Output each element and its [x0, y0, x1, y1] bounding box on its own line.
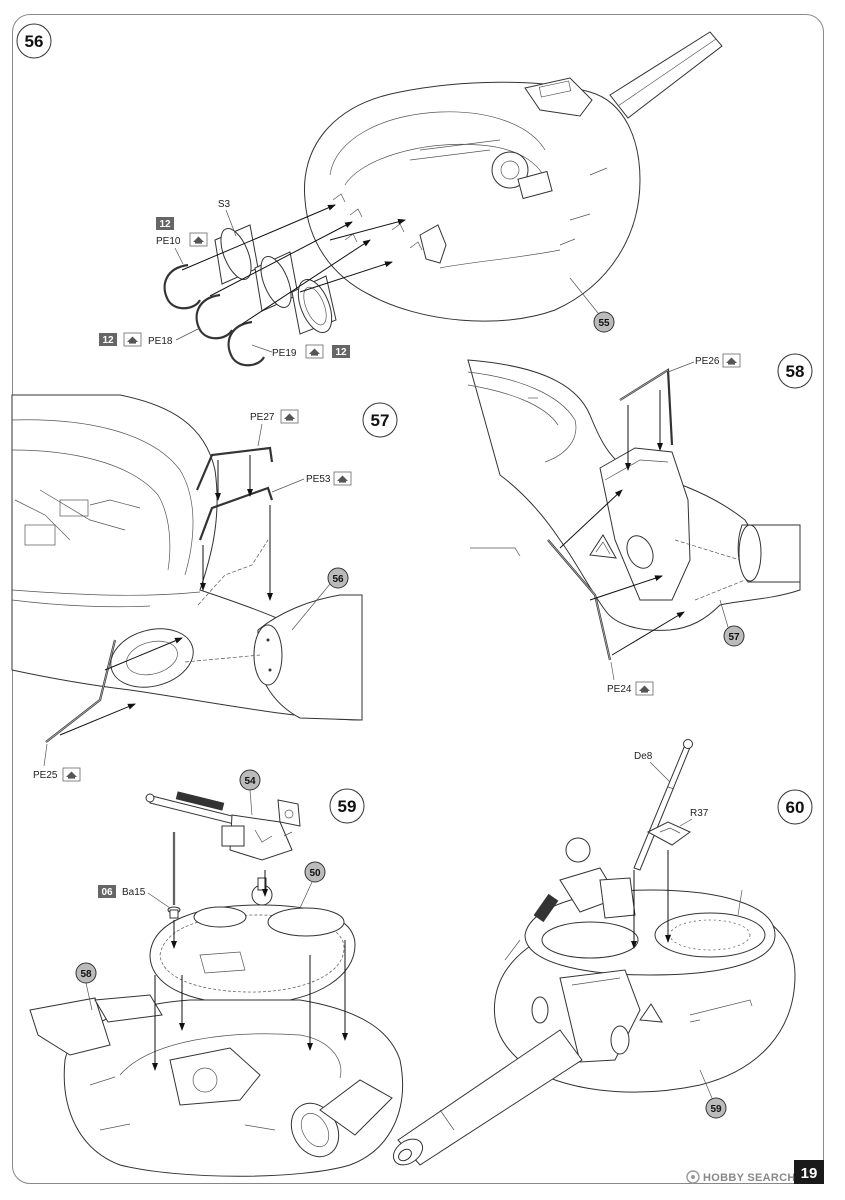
watermark-text: HOBBY SEARCH	[703, 1172, 796, 1184]
bracket-r37	[646, 821, 691, 846]
step-56-badge	[16, 23, 52, 59]
watermark-logo-icon	[686, 1170, 700, 1184]
svg-text:50: 50	[309, 868, 321, 879]
sub-assembly-callout-50	[304, 861, 326, 883]
turret-step-56	[303, 31, 723, 322]
sub-assembly-callout-59	[705, 1097, 727, 1119]
step-57: 57	[11, 394, 398, 782]
pe27-grab-rail	[195, 446, 274, 491]
pe53-grab-rail	[198, 486, 274, 541]
part-label-pe25: PE25	[33, 770, 58, 781]
svg-text:57: 57	[728, 632, 740, 643]
svg-text:12: 12	[159, 219, 171, 230]
photo-etch-icon	[635, 681, 654, 696]
photo-etch-icon	[722, 353, 741, 368]
photo-etch-icon	[123, 332, 142, 347]
part-label-r37: R37	[690, 808, 709, 819]
part-label-pe19: PE19	[272, 348, 297, 359]
step-59: 59	[29, 769, 404, 1177]
svg-text:56: 56	[332, 574, 344, 585]
turret-step-58	[467, 359, 801, 631]
part-label-s3: S3	[218, 199, 231, 210]
step-ref-tag	[332, 345, 350, 358]
step-58-badge	[777, 353, 813, 389]
photo-etch-icon	[62, 767, 81, 782]
part-label-pe26: PE26	[695, 356, 720, 367]
photo-etch-icon	[333, 471, 352, 486]
turret-step-60	[392, 837, 796, 1166]
svg-text:57: 57	[371, 411, 390, 430]
part-label-ba15: Ba15	[122, 887, 146, 898]
sub-assembly-callout-57	[723, 625, 745, 647]
photo-etch-icon	[305, 344, 324, 359]
antenna-ba15	[167, 832, 181, 919]
part-label-pe27: PE27	[250, 412, 275, 423]
svg-text:12: 12	[335, 347, 347, 358]
svg-text:58: 58	[80, 969, 92, 980]
step-ref-tag	[156, 217, 174, 230]
turret-step-59	[29, 994, 404, 1177]
svg-text:59: 59	[710, 1104, 722, 1115]
page-number: 19	[801, 1165, 818, 1182]
part-label-de8: De8	[634, 751, 653, 762]
sub-assembly-callout-56	[327, 567, 349, 589]
part-label-pe10: PE10	[156, 236, 181, 247]
svg-text:59: 59	[338, 797, 357, 816]
step-58: 58	[467, 353, 813, 696]
part-label-pe53: PE53	[306, 474, 331, 485]
footer: HOBBY SEARCH 19	[686, 1160, 824, 1184]
svg-text:55: 55	[598, 318, 610, 329]
step-57-badge	[362, 402, 398, 438]
svg-text:12: 12	[102, 335, 114, 346]
step-ref-tag	[99, 333, 117, 346]
part-label-pe18: PE18	[148, 336, 173, 347]
part-label-pe24: PE24	[607, 684, 632, 695]
rod-de8	[633, 739, 693, 871]
cupola-plate	[149, 877, 356, 1005]
svg-text:06: 06	[101, 887, 113, 898]
sub-assembly-callout-55	[593, 311, 615, 333]
step-59-badge	[329, 788, 365, 824]
smoke-dischargers	[214, 224, 337, 335]
pe-rings	[163, 263, 265, 367]
svg-text:60: 60	[786, 798, 805, 817]
machine-gun-assembly	[145, 791, 301, 861]
step-56: 56	[16, 23, 723, 367]
svg-text:58: 58	[786, 362, 805, 381]
page-number-box	[794, 1160, 824, 1184]
photo-etch-icon	[280, 409, 299, 424]
svg-text:54: 54	[244, 776, 256, 787]
photo-etch-icon	[189, 232, 208, 247]
turret-step-57	[11, 394, 363, 721]
step-ref-tag	[98, 885, 116, 898]
step-60: 60	[392, 739, 813, 1166]
step-56-number: 56	[25, 32, 44, 51]
step-60-badge	[777, 789, 813, 825]
